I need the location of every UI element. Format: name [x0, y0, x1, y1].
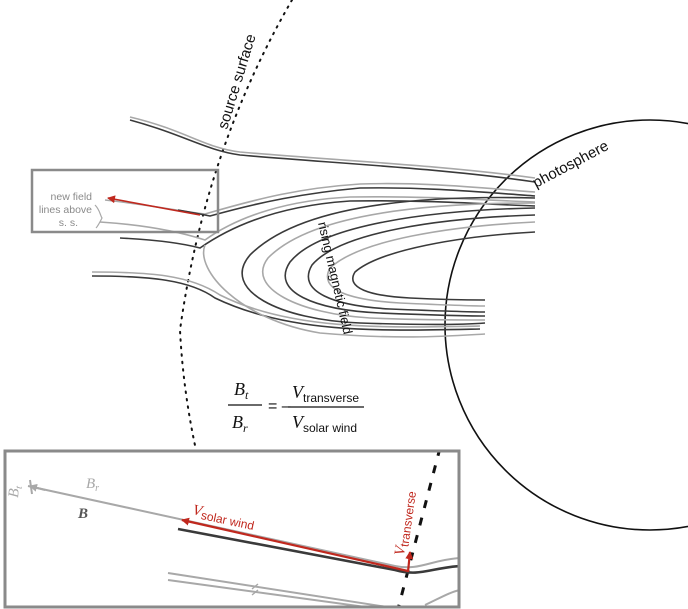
open-field-line-lower: [91, 271, 481, 328]
inset-v-trans-label: Vtransverse: [392, 489, 419, 556]
inset-v-transverse-arrow: [405, 551, 414, 573]
small-red-arrow: [107, 195, 201, 216]
eq-lhs-num: Bt: [234, 379, 249, 402]
new-field-brace: [94, 204, 103, 229]
closed-loop-4: [307, 214, 536, 313]
source-surface-label: source surface: [215, 32, 260, 131]
inset-bt-arrow: [29, 479, 33, 495]
eq-rhs-den: Vsolar wind: [292, 412, 357, 435]
inset-br-arrow: [29, 483, 46, 492]
closed-loop-2: [261, 202, 536, 321]
equation: Bt Br = – Vtransverse Vsolar wind: [228, 379, 364, 435]
inset-border: [3, 449, 461, 609]
inset-lower-line-1: [167, 572, 394, 607]
eq-lhs-den: Br: [232, 412, 248, 435]
eq-rhs-num: Vtransverse: [292, 382, 359, 405]
closed-loop-3: [284, 207, 536, 317]
inset-zoom: Bt Br B Vsolar wind Vtransverse: [3, 449, 461, 609]
inset-bt-label: Bt: [6, 485, 25, 499]
new-field-label-2: lines above: [39, 204, 92, 216]
new-field-line-dark: [177, 187, 536, 217]
inset-lower-line-2: [167, 579, 373, 607]
zoom-box-top: [30, 168, 220, 234]
open-field-line-mid-dark: [119, 200, 536, 249]
closed-loop-outer: [241, 196, 536, 326]
field-lines: [91, 116, 536, 338]
new-field-label-3: s. s.: [59, 217, 78, 229]
inset-tick-2: [251, 589, 259, 596]
inset-lower-line-3: [424, 589, 458, 606]
closed-loop-low: [202, 244, 486, 338]
inset-v-solar-arrow: [181, 517, 409, 573]
inset-b-label: B: [77, 506, 88, 522]
inset-tick-1: [251, 583, 259, 590]
closed-loop-5: [326, 221, 536, 307]
sun-photosphere: [444, 119, 688, 531]
new-field-label-1: new field: [51, 191, 93, 203]
open-field-line-top-dark: [129, 119, 536, 183]
inset-b-line: [177, 527, 458, 574]
closed-loop-inner: [352, 231, 536, 301]
eq-equals: = –: [268, 398, 291, 415]
inset-br-line: [27, 485, 458, 569]
inset-br-label: Br: [86, 476, 99, 494]
open-field-line-lower-dark: [91, 275, 481, 331]
open-field-line-top: [129, 116, 536, 179]
rising-field-label: rising magnetic field: [315, 220, 355, 335]
